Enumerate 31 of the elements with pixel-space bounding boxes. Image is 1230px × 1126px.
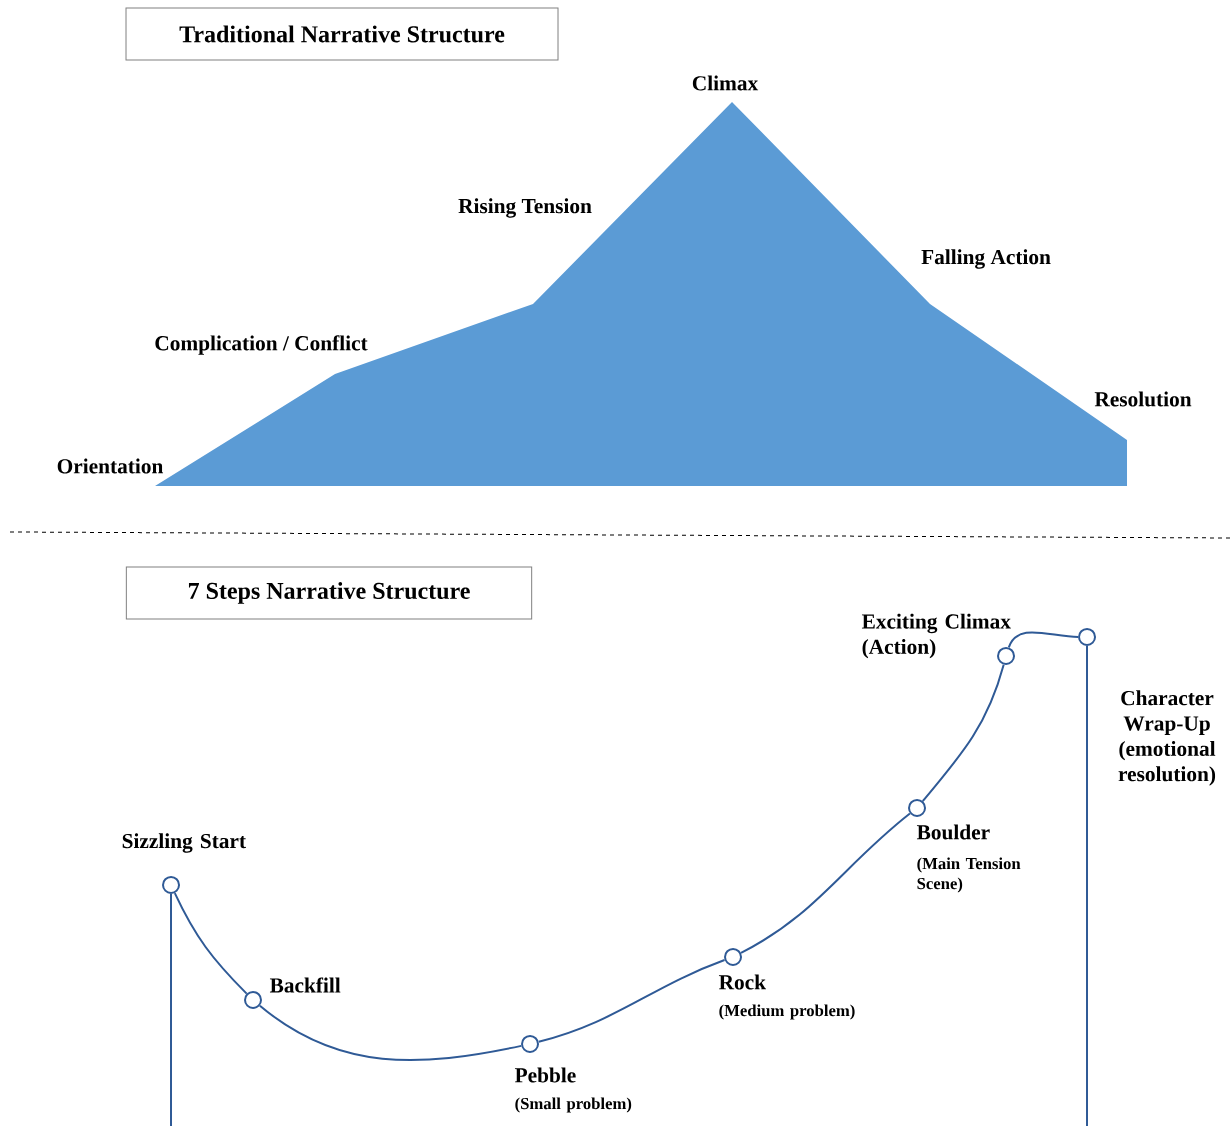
point-circle bbox=[724, 948, 742, 966]
point-label: Character Wrap-Up (emotional resolution) bbox=[1118, 690, 1216, 786]
title-box: 7 Steps Narrative Structure bbox=[125, 566, 533, 620]
stage-label: Climax bbox=[692, 75, 759, 91]
point-label: Pebble bbox=[514, 1067, 576, 1083]
point-label: Exciting Climax (Action) bbox=[861, 613, 1011, 659]
point-circle bbox=[997, 647, 1015, 665]
point-label: (Medium problem) bbox=[719, 1004, 855, 1020]
stage-label: Orientation bbox=[57, 458, 164, 474]
curve-line bbox=[258, 1004, 523, 1062]
curve-line bbox=[921, 663, 1005, 803]
point-circle bbox=[162, 876, 180, 894]
stage-label: Falling Action bbox=[921, 249, 1051, 269]
curve-line bbox=[173, 892, 248, 995]
stage-label: Resolution bbox=[1094, 391, 1192, 407]
point-label: (Main Tension Scene) bbox=[917, 857, 1021, 893]
point-label: Rock bbox=[718, 974, 766, 990]
title-box: Traditional Narrative Structure bbox=[125, 7, 559, 61]
point-label: Sizzling Start bbox=[122, 833, 246, 853]
stage-label: Rising Tension bbox=[458, 198, 592, 218]
curve-line bbox=[740, 812, 911, 954]
point-label: (Small problem) bbox=[515, 1097, 632, 1113]
stage-label: Complication / Conflict bbox=[155, 335, 368, 355]
curve-line bbox=[537, 959, 726, 1043]
point-label: Boulder bbox=[916, 824, 990, 840]
point-label: Backfill bbox=[269, 977, 341, 993]
curve-line bbox=[1007, 631, 1079, 649]
point-circle bbox=[908, 799, 926, 817]
point-circle bbox=[244, 991, 262, 1009]
point-circle bbox=[1078, 628, 1096, 646]
point-circle bbox=[521, 1035, 539, 1053]
